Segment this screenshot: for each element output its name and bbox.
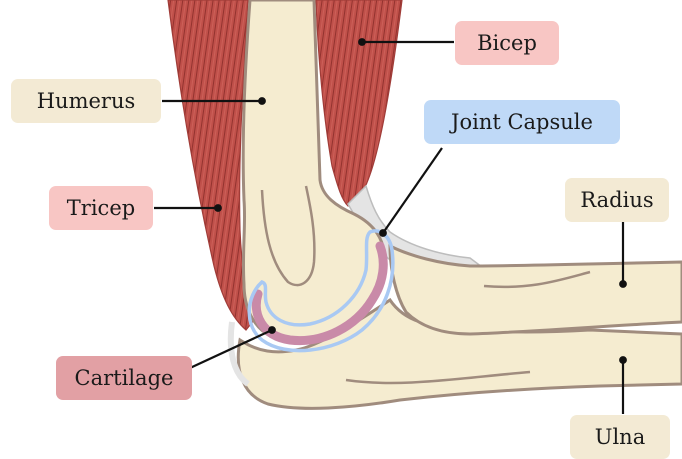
label-bicep: Bicep bbox=[455, 21, 559, 65]
joint-capsule-leader bbox=[383, 148, 442, 233]
cartilage-leader-dot bbox=[269, 327, 275, 333]
radius-leader-dot bbox=[620, 281, 626, 287]
ulna-leader-dot bbox=[620, 357, 626, 363]
tricep-leader-dot bbox=[215, 205, 221, 211]
label-joint-capsule: Joint Capsule bbox=[424, 100, 620, 144]
bicep-leader-dot bbox=[359, 39, 365, 45]
tricep-muscle bbox=[168, 0, 254, 330]
label-humerus: Humerus bbox=[11, 79, 161, 123]
label-tricep: Tricep bbox=[49, 186, 153, 230]
bicep-muscle bbox=[316, 0, 402, 206]
joint-capsule-leader-dot bbox=[380, 230, 386, 236]
humerus-leader-dot bbox=[259, 98, 265, 104]
label-ulna: Ulna bbox=[570, 415, 670, 459]
label-radius: Radius bbox=[565, 178, 669, 222]
label-cartilage: Cartilage bbox=[56, 356, 192, 400]
